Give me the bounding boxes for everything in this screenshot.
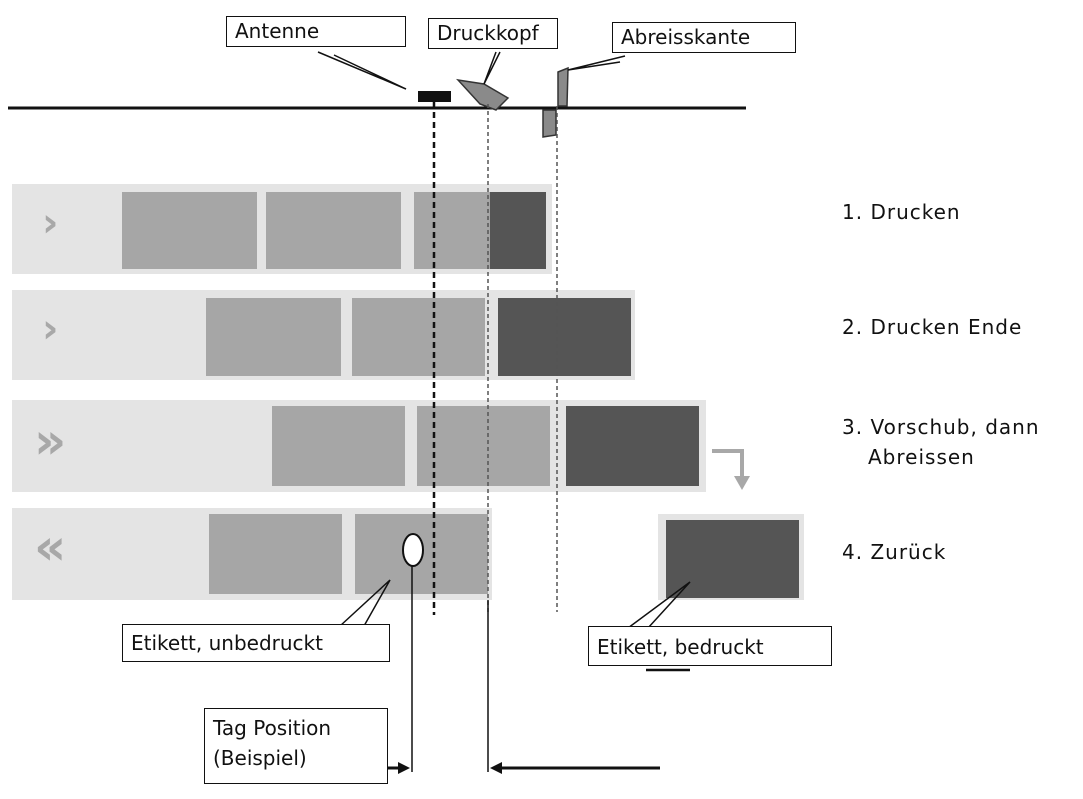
step-number: 2. xyxy=(842,315,864,339)
step-3-label: 3. Vorschub, dann Abreissen xyxy=(842,412,1040,472)
label-blank xyxy=(266,192,401,269)
measure-arrowhead-right xyxy=(490,762,502,774)
step-2-label: 2. Drucken Ende xyxy=(842,315,1022,339)
label-blank xyxy=(352,298,485,376)
tear-off-arrow xyxy=(712,449,744,478)
label-blank xyxy=(206,298,341,376)
feed-forward-icon: › xyxy=(42,200,59,246)
step-4-label: 4. Zurück xyxy=(842,540,946,564)
fast-forward-icon: » xyxy=(34,412,67,470)
unprinted-label-text: Etikett, unbedruckt xyxy=(131,631,323,655)
label-blank xyxy=(122,192,257,269)
antenna-callout-text: Antenne xyxy=(235,19,320,43)
tear-edge-callout: Abreisskante xyxy=(612,22,796,53)
tear-edge-lower xyxy=(542,109,557,138)
printed-pointer xyxy=(627,581,691,629)
step-text: Drucken xyxy=(870,200,961,224)
step-number: 3. xyxy=(842,415,864,439)
tear-edge-pointer xyxy=(567,55,626,71)
antenna-block xyxy=(418,91,451,102)
tear-off-arrowhead xyxy=(734,476,750,490)
feed-forward-icon: › xyxy=(42,306,59,352)
tag-position-subtitle: (Beispiel) xyxy=(213,746,307,770)
antenna-pointer xyxy=(317,51,407,90)
tear-edge-callout-text: Abreisskante xyxy=(621,25,751,49)
printhead-callout: Druckkopf xyxy=(428,18,558,49)
printhead-pointer xyxy=(483,51,501,85)
label-partial-blank xyxy=(414,192,490,269)
antenna-callout: Antenne xyxy=(226,16,406,47)
step-number: 1. xyxy=(842,200,864,224)
label-blank xyxy=(417,406,550,486)
step-text: Drucken Ende xyxy=(870,315,1023,339)
printhead-shape xyxy=(456,78,510,111)
printhead-callout-text: Druckkopf xyxy=(437,21,539,45)
step-text: Vorschub, dann xyxy=(870,415,1040,439)
rewind-icon: « xyxy=(34,518,67,576)
label-partial-printed xyxy=(490,192,546,269)
printed-label-text: Etikett, bedruckt xyxy=(597,635,764,659)
step-1-label: 1. Drucken xyxy=(842,200,961,224)
rfid-tag xyxy=(402,533,424,567)
printed-label-callout: Etikett, bedruckt xyxy=(588,626,832,666)
step-number: 4. xyxy=(842,540,864,564)
label-blank xyxy=(209,514,342,594)
label-blank xyxy=(272,406,405,486)
tear-edge-upper xyxy=(557,66,569,107)
label-printed xyxy=(498,298,631,376)
unprinted-label-callout: Etikett, unbedruckt xyxy=(122,624,390,662)
step-text-continued: Abreissen xyxy=(868,445,975,469)
unprinted-pointer xyxy=(339,579,391,627)
tag-position-title: Tag Position xyxy=(213,716,332,740)
tag-position-callout: Tag Position (Beispiel) xyxy=(204,708,388,784)
measure-arrowhead-left xyxy=(398,762,410,774)
label-printed xyxy=(566,406,699,486)
step-text: Zurück xyxy=(870,540,947,564)
